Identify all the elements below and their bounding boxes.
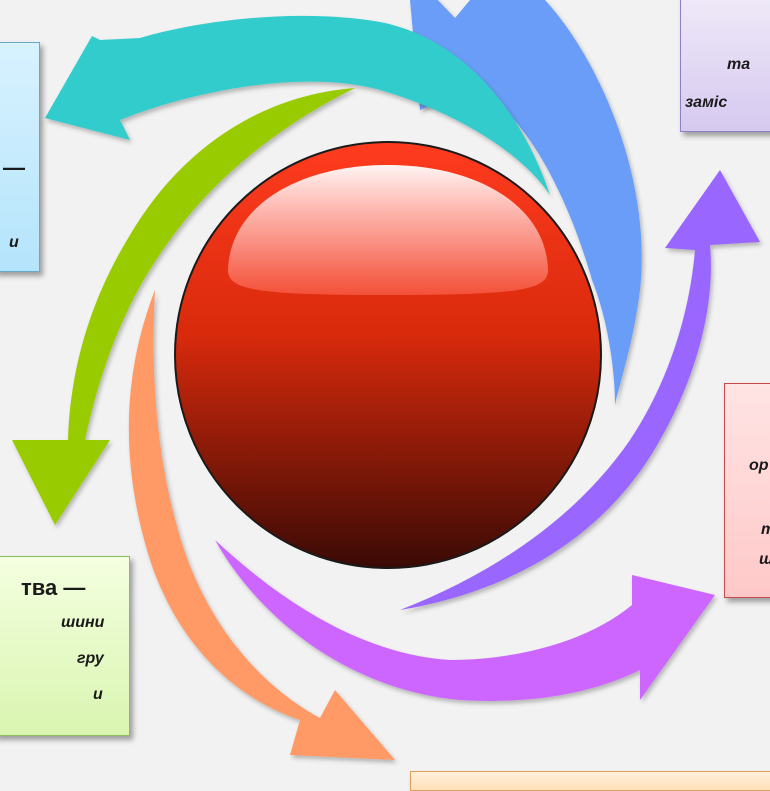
box-text-line: та [727,56,751,73]
box-text-line: гру [77,650,104,667]
arrow-salmon [128,290,396,760]
central-sphere [174,141,602,569]
arrow-blue [410,0,642,405]
box-text-line: ор [749,457,769,474]
label-box-bottom [410,771,770,791]
box-title: — [3,155,25,180]
arrow-teal [45,15,550,196]
box-text-line: щ [759,550,770,570]
arrow-green [12,88,355,525]
box-text-line: и [93,686,103,703]
box-title: тва — [21,575,86,600]
box-text-line: т [761,520,770,540]
arrow-violet [400,170,760,610]
label-box-top-right: та заміс [680,0,770,132]
box-text-line: и [9,234,19,251]
box-text-line: шини [61,614,105,631]
label-box-left: — и [0,42,40,272]
label-box-right: ор т щ [724,383,770,598]
label-box-bottom-left: тва — шини гру и [0,556,130,736]
box-text-line: заміс [685,94,728,111]
arrow-magenta [215,540,715,701]
